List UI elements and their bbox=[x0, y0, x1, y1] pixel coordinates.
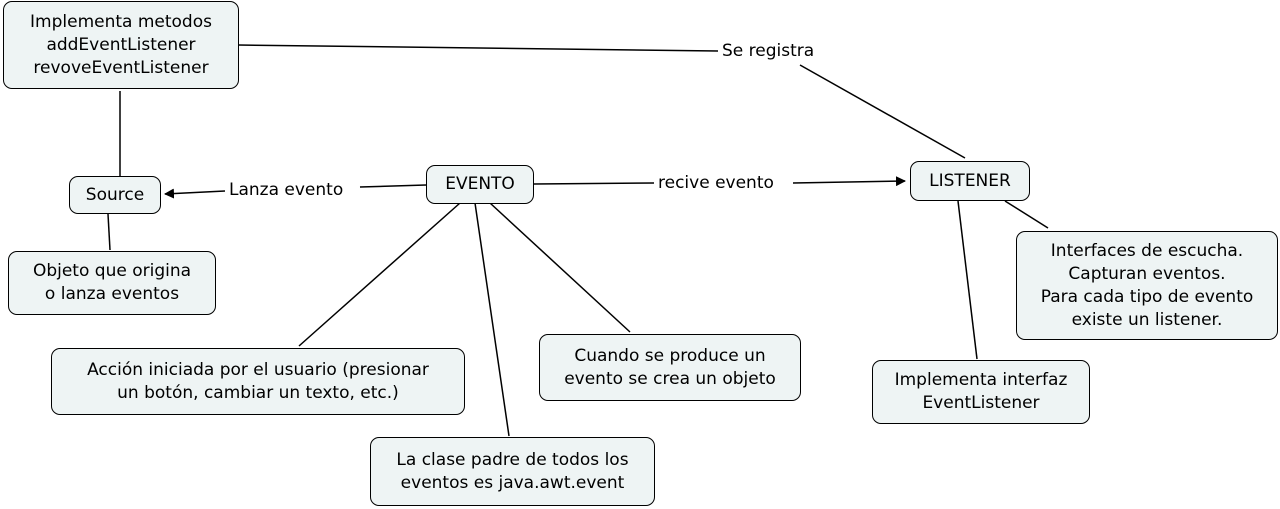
line-listener-to-implementa-interfaz bbox=[957, 200, 978, 360]
line-listener-to-interfaces bbox=[1004, 200, 1049, 229]
line-se-registra-to-listener bbox=[799, 64, 966, 159]
node-objeto-que-origina[interactable]: Objeto que origina o lanza eventos bbox=[8, 251, 216, 315]
node-evento[interactable]: EVENTO bbox=[426, 165, 534, 204]
line-evento-to-recive-evento bbox=[533, 182, 655, 185]
line-evento-to-accion bbox=[298, 202, 461, 347]
line-evento-to-cuando bbox=[489, 202, 631, 333]
node-source[interactable]: Source bbox=[69, 176, 161, 214]
node-interfaces-de-escucha[interactable]: Interfaces de escucha. Capturan eventos.… bbox=[1016, 231, 1278, 340]
link-label-recive-evento: recive evento bbox=[654, 172, 778, 194]
line-metodos-to-se-registra bbox=[237, 44, 719, 52]
link-label-lanza-evento: Lanza evento bbox=[225, 179, 348, 201]
node-accion-iniciada[interactable]: Acción iniciada por el usuario (presiona… bbox=[51, 348, 465, 415]
node-listener[interactable]: LISTENER bbox=[910, 161, 1030, 201]
node-implementa-metodos[interactable]: Implementa metodos addEventListener revo… bbox=[3, 1, 239, 89]
link-label-se-registra: Se registra bbox=[718, 40, 819, 62]
line-evento-to-clase-padre bbox=[474, 202, 510, 437]
node-cuando-se-produce[interactable]: Cuando se produce un evento se crea un o… bbox=[539, 334, 801, 401]
line-source-to-objeto bbox=[107, 213, 111, 251]
node-implementa-interfaz[interactable]: Implementa interfaz EventListener bbox=[872, 360, 1090, 424]
node-clase-padre[interactable]: La clase padre de todos los eventos es j… bbox=[370, 437, 655, 506]
line-recive-evento-to-listener bbox=[792, 176, 906, 187]
line-evento-to-lanza-evento bbox=[359, 184, 427, 188]
line-lanza-evento-to-source bbox=[164, 188, 226, 199]
